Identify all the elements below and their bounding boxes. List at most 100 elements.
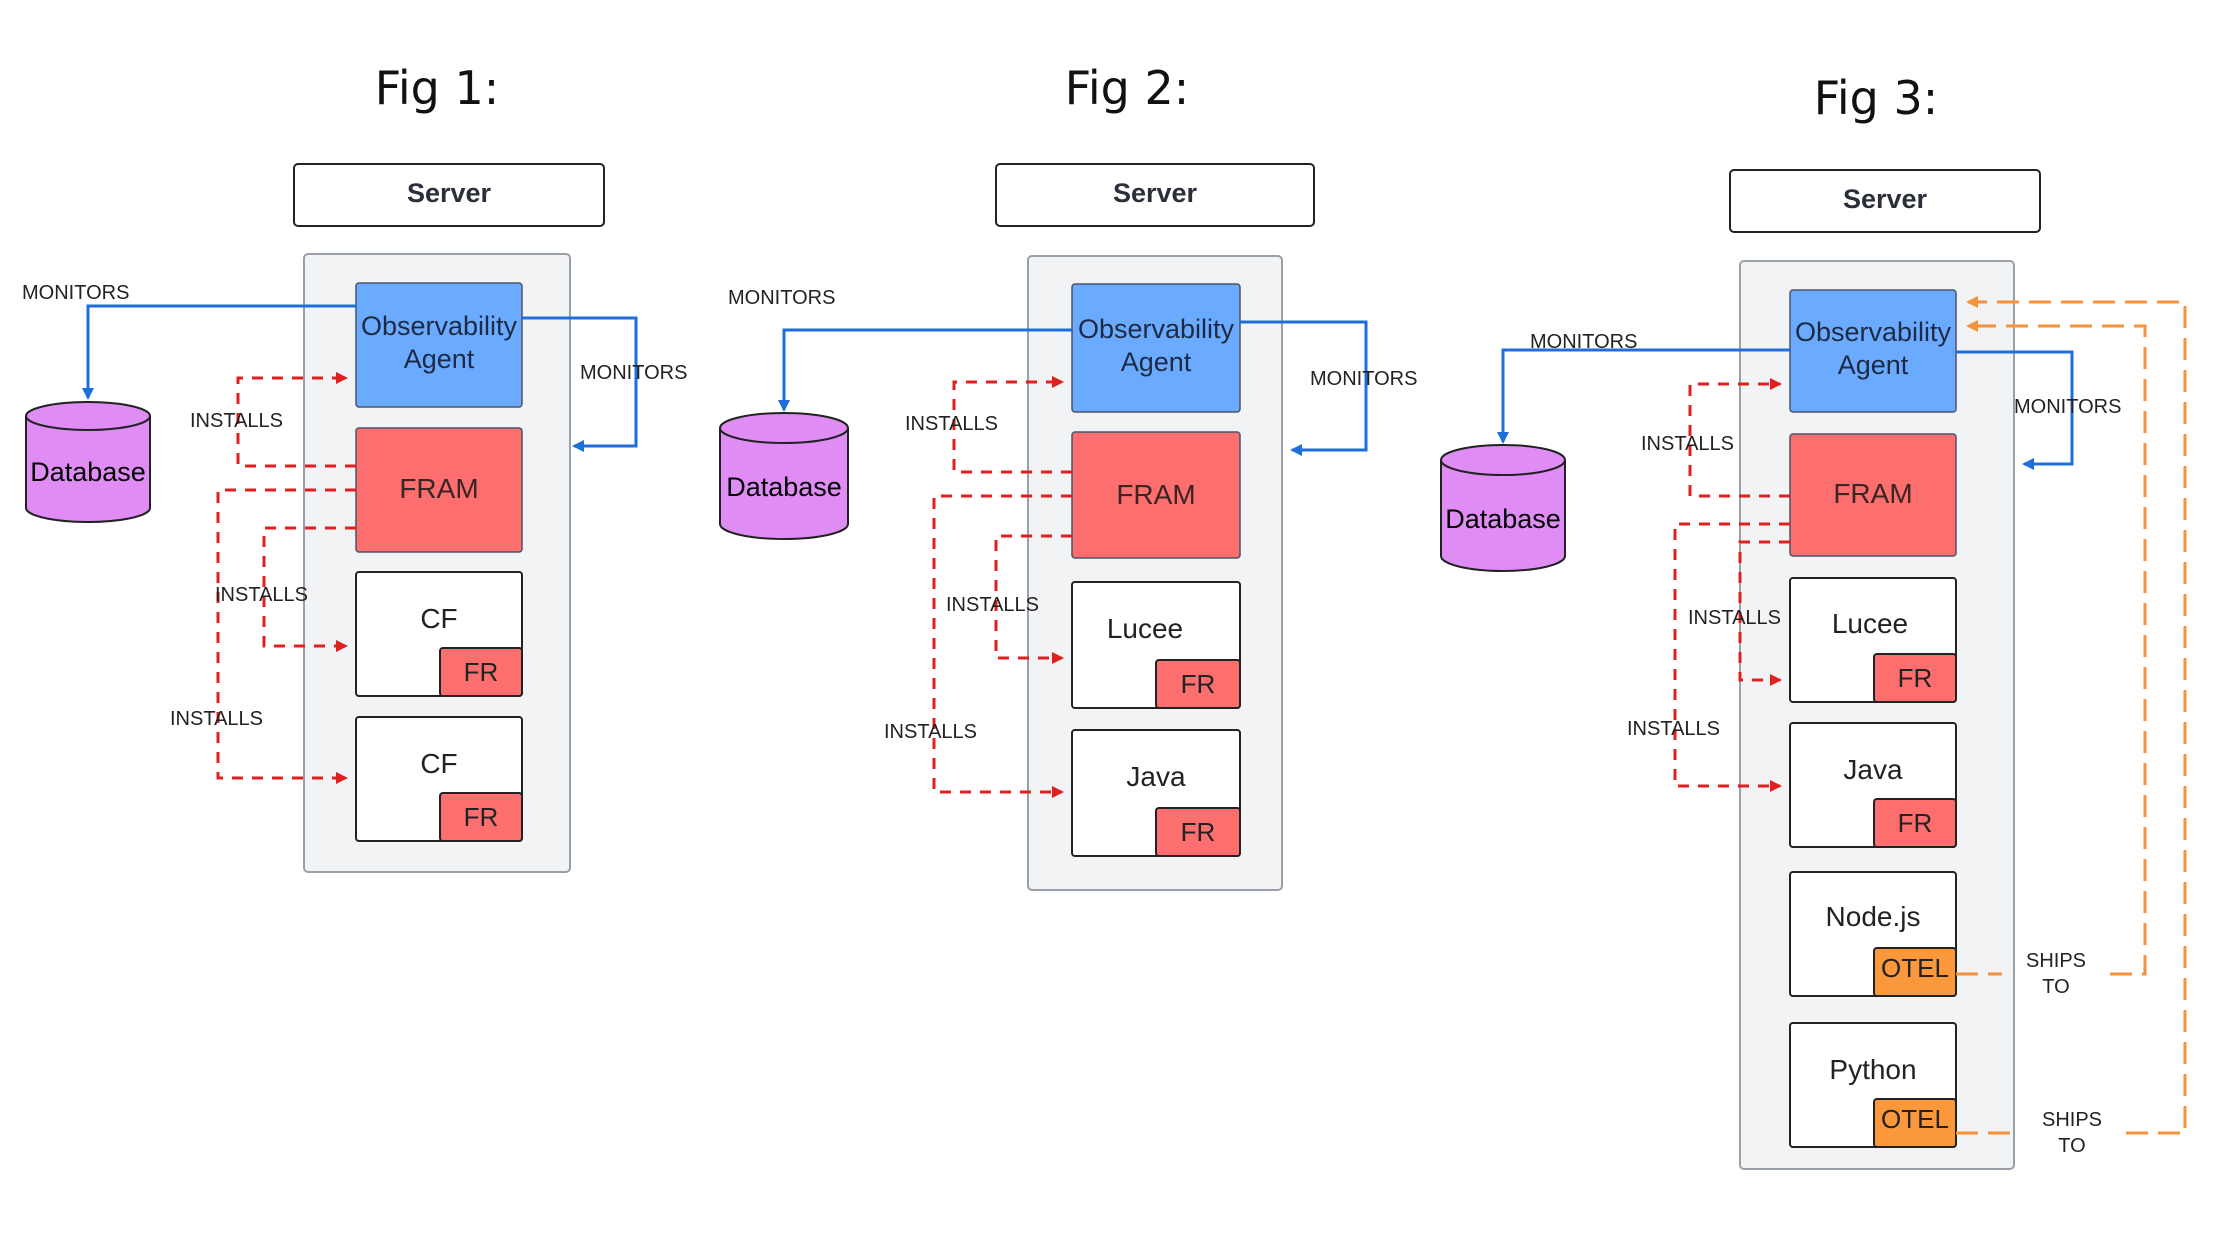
fig-1-monitors-db-arrow <box>82 304 356 400</box>
fig-1-installs-agent-arrow <box>236 372 356 468</box>
fig-1-installs-agent-label: INSTALLS <box>190 410 283 432</box>
fig-2-server-label: Server <box>1113 178 1198 208</box>
fig-1-app-1-tag: FR <box>464 657 499 687</box>
fig-2-app-1-label: Lucee <box>1107 613 1183 644</box>
fig-2-installs-app-2-label: INSTALLS <box>884 721 977 743</box>
fig-2-installs-app-1-arrow <box>994 534 1072 664</box>
fig-2-app-2: Java FR <box>1071 729 1241 857</box>
fig-3-installs-app-1-label: INSTALLS <box>1688 607 1781 629</box>
fig-2-app-1-fr-badge <box>1155 659 1241 709</box>
fig-1-app-2-fr-badge <box>439 792 523 842</box>
fig-3-observability-agent: Observability Agent <box>1789 289 1957 413</box>
fig-2-installs-agent-arrow <box>952 376 1072 474</box>
fig-3-database-label: Database <box>1445 504 1561 534</box>
fig-1-app-1-label: CF <box>420 603 457 634</box>
fig-3-database: Database <box>1440 444 1566 572</box>
fig-2-app-2-fr-badge <box>1155 807 1241 857</box>
fig-3-monitors-db-label: MONITORS <box>1530 331 1637 353</box>
fig-2-agent-label-1: Observability <box>1078 314 1235 344</box>
fig-3-app-3-tag: OTEL <box>1881 953 1949 983</box>
figure-1: Fig 1: Server Observability Agent FRAM C… <box>22 61 687 873</box>
fig-1-installs-app-2-arrow <box>216 488 356 784</box>
fig-3-app-3-label: Node.js <box>1826 901 1921 932</box>
fig-2-title: Fig 2: <box>1065 61 1189 115</box>
fig-3-app-4: Python OTEL <box>1789 1022 1957 1148</box>
fig-1-app-2: CF FR <box>355 716 523 842</box>
fig-3-installs-app-2-arrow <box>1673 522 1790 792</box>
fig-1-server-label: Server <box>407 178 492 208</box>
fig-3-installs-agent-arrow <box>1688 378 1790 498</box>
fig-2-app-2-tag: FR <box>1181 817 1216 847</box>
fig-1-fram-label: FRAM <box>399 473 478 504</box>
fig-2-monitors-db-arrow <box>778 328 1072 412</box>
fig-3-monitors-fram-arrow <box>1956 350 2074 470</box>
fig-3-installs-agent-label: INSTALLS <box>1641 433 1734 455</box>
fig-1-app-1-fr-badge <box>439 647 523 697</box>
fig-2-app-2-label: Java <box>1126 761 1186 792</box>
fig-1-installs-app-1-label: INSTALLS <box>215 584 308 606</box>
fig-3-app-4-tag: OTEL <box>1881 1104 1949 1134</box>
fig-3-app-2-label: Java <box>1843 754 1903 785</box>
fig-3-app-2-tag: FR <box>1898 808 1933 838</box>
fig-2-database: Database <box>719 412 849 540</box>
fig-3-ships-2-arrow <box>1966 296 2187 1135</box>
fig-1-agent-label-1: Observability <box>361 311 518 341</box>
fig-3-agent-label-1: Observability <box>1795 317 1952 347</box>
fig-2-monitors-fram-arrow <box>1240 320 1368 456</box>
fig-3-server-box: Server <box>1729 169 2041 233</box>
fig-2-fram-box: FRAM <box>1071 431 1241 559</box>
fig-1-database-label: Database <box>30 457 146 487</box>
fig-1-app-2-tag: FR <box>464 802 499 832</box>
fig-3-title: Fig 3: <box>1814 71 1938 125</box>
fig-3-fram-label: FRAM <box>1833 478 1912 509</box>
fig-3-monitors-db-arrow <box>1497 348 1790 444</box>
fig-3-ships-2-label-1: SHIPS <box>2042 1109 2102 1131</box>
fig-3-ships-1-label-1: SHIPS <box>2026 950 2086 972</box>
fig-1-installs-app-1-arrow <box>262 526 356 652</box>
fig-1-database: Database <box>25 401 151 523</box>
fig-3-app-1: Lucee FR <box>1789 577 1957 703</box>
figure-2: Fig 2: Server Observability Agent FRAM L… <box>719 61 1417 891</box>
fig-1-installs-app-2-label: INSTALLS <box>170 708 263 730</box>
fig-2-app-1: Lucee FR <box>1071 581 1241 709</box>
fig-2-monitors-db-label: MONITORS <box>728 287 835 309</box>
fig-1-fram-box: FRAM <box>355 427 523 553</box>
fig-3-ships-1-label-2: TO <box>2042 976 2069 998</box>
fig-3-app-1-fr-badge <box>1873 653 1957 703</box>
fig-2-monitors-fram-label: MONITORS <box>1310 368 1417 390</box>
fig-3-ships-2-label-2: TO <box>2058 1135 2085 1157</box>
fig-1-monitors-fram-arrow <box>522 316 638 452</box>
fig-2-observability-agent: Observability Agent <box>1071 283 1241 413</box>
fig-2-database-label: Database <box>726 472 842 502</box>
fig-1-monitors-db-label: MONITORS <box>22 282 129 304</box>
fig-3-app-1-tag: FR <box>1898 663 1933 693</box>
fig-1-app-2-label: CF <box>420 748 457 779</box>
fig-3-server-label: Server <box>1843 184 1928 214</box>
fig-2-installs-app-1-label: INSTALLS <box>946 594 1039 616</box>
fig-3-app-2-fr-badge <box>1873 798 1957 848</box>
fig-3-app-4-otel-badge <box>1873 1098 1957 1148</box>
fig-2-server-box: Server <box>995 163 1315 227</box>
fig-2-fram-label: FRAM <box>1116 479 1195 510</box>
fig-1-title: Fig 1: <box>375 61 499 115</box>
fig-3-app-3-otel-badge <box>1873 947 1957 997</box>
fig-2-agent-label-2: Agent <box>1121 347 1192 377</box>
fig-3-fram-box: FRAM <box>1789 433 1957 557</box>
fig-2-installs-app-2-arrow <box>932 494 1072 798</box>
fig-1-app-1: CF FR <box>355 571 523 697</box>
fig-3-monitors-fram-label: MONITORS <box>2014 396 2121 418</box>
fig-3-app-2: Java FR <box>1789 722 1957 848</box>
fig-3-ships-1-arrow <box>1966 320 2147 976</box>
fig-1-server-box: Server <box>293 163 605 227</box>
fig-3-agent-label-2: Agent <box>1838 350 1909 380</box>
figure-3: Fig 3: Server Observability Agent FRAM L… <box>1440 71 2187 1170</box>
fig-3-app-3: Node.js OTEL <box>1789 871 1957 997</box>
fig-3-app-4-label: Python <box>1829 1054 1916 1085</box>
fig-2-app-1-tag: FR <box>1181 669 1216 699</box>
fig-2-installs-agent-label: INSTALLS <box>905 413 998 435</box>
fig-1-observability-agent: Observability Agent <box>355 282 523 408</box>
fig-3-installs-app-1-arrow <box>1738 540 1790 686</box>
fig-1-agent-label-2: Agent <box>404 344 475 374</box>
